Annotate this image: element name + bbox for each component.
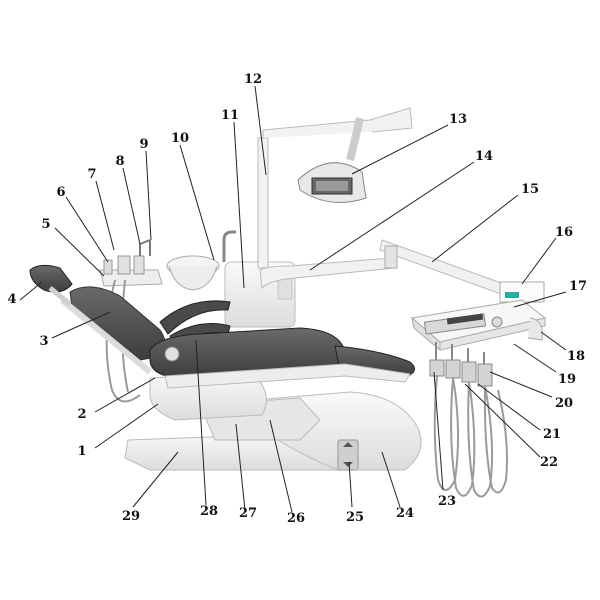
label-11: 11 [221, 108, 239, 123]
label-25: 25 [346, 510, 364, 525]
seat-cushion [149, 327, 346, 379]
operating-light [297, 162, 367, 203]
label-26: 26 [287, 511, 305, 526]
label-13: 13 [449, 112, 467, 127]
part-number-labels: 1 2 3 4 5 6 7 8 9 10 11 12 13 14 15 16 1… [7, 72, 587, 526]
handpiece-holders [429, 342, 493, 387]
armrest [159, 300, 231, 335]
label-19: 19 [558, 372, 576, 387]
label-20: 20 [555, 396, 573, 411]
film-viewer [499, 281, 545, 303]
light-pole [257, 137, 269, 269]
label-27: 27 [239, 506, 257, 521]
label-10: 10 [171, 131, 189, 146]
foot-switch-panel [337, 439, 359, 471]
label-15: 15 [521, 182, 539, 197]
instrument-hoses [433, 375, 508, 498]
label-3: 3 [39, 334, 48, 349]
doctor-instrument-panel [410, 299, 547, 352]
label-22: 22 [540, 455, 558, 470]
label-29: 29 [122, 509, 140, 524]
label-24: 24 [396, 506, 414, 521]
headrest [29, 264, 73, 293]
label-23: 23 [438, 494, 456, 509]
label-9: 9 [139, 137, 148, 152]
instrument-arm [379, 239, 516, 299]
leader-lines [19, 85, 567, 513]
label-4: 4 [7, 292, 16, 307]
label-14: 14 [475, 149, 493, 164]
label-5: 5 [41, 217, 50, 232]
chair-illustration [29, 107, 547, 498]
label-12: 12 [244, 72, 262, 87]
label-8: 8 [115, 154, 124, 169]
label-2: 2 [77, 407, 86, 422]
label-17: 17 [569, 279, 587, 294]
label-28: 28 [200, 504, 218, 519]
label-21: 21 [543, 427, 561, 442]
label-6: 6 [56, 185, 65, 200]
label-7: 7 [87, 167, 96, 182]
label-18: 18 [567, 349, 585, 364]
light-arm [262, 107, 413, 138]
label-1: 1 [77, 444, 86, 459]
label-16: 16 [555, 225, 573, 240]
